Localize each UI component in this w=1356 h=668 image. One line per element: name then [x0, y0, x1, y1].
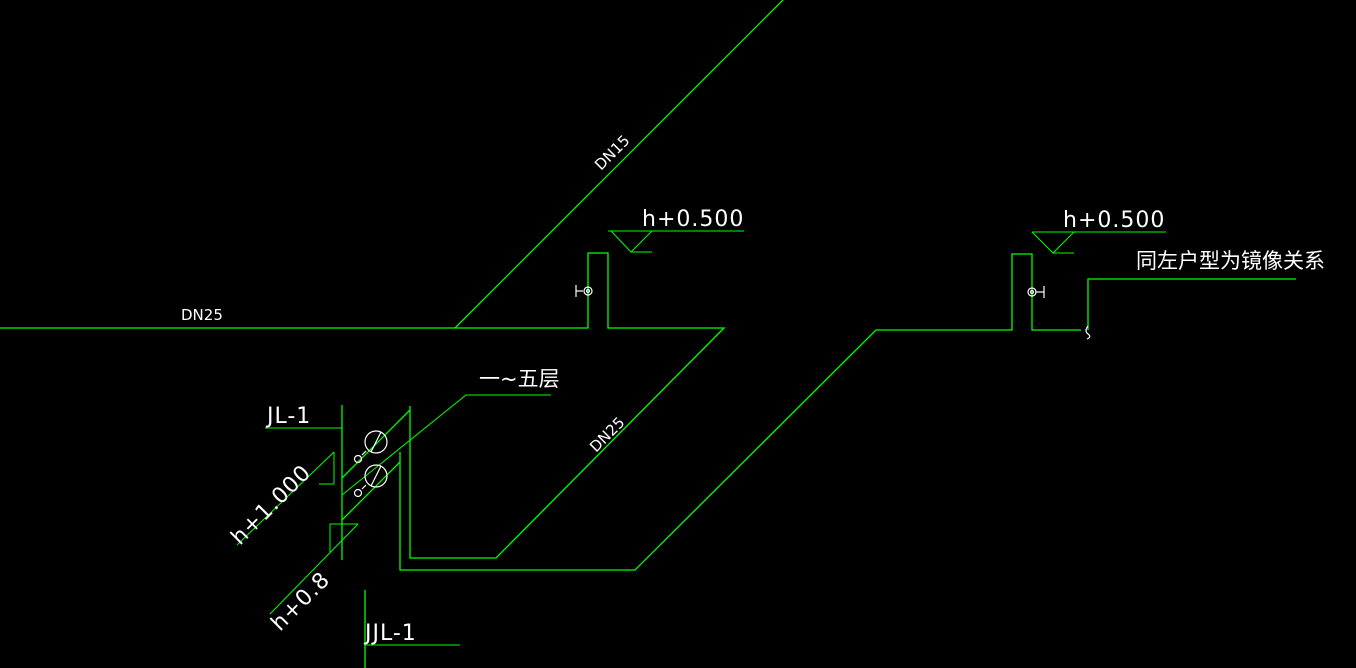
elevation-marker-left [608, 230, 744, 253]
pipe-end-cap-icon [1085, 325, 1091, 340]
pipe-right-branch [1087, 278, 1296, 330]
pipe-label-dn25-diagonal: DN25 [586, 414, 628, 456]
elevation-label-left: h+0.500 [642, 207, 744, 232]
elevation-label-h1000: h+1.000 [227, 460, 317, 550]
floors-note-leader [341, 394, 551, 496]
branch-pipe-lower [341, 461, 401, 521]
gate-valve-icon [575, 285, 593, 297]
elevation-marker-h1000 [236, 451, 335, 546]
elevation-label-h08: h+0.8 [267, 567, 336, 636]
pipe-label-dn25-horizontal: DN25 [181, 306, 223, 324]
branch-pipe-upper [341, 409, 411, 479]
pipe-dn15-diagonal [454, 0, 784, 329]
pipe-dn25-horizontal [0, 252, 726, 559]
elevation-marker-h08 [269, 523, 359, 615]
pipe-label-dn15: DN15 [591, 132, 633, 174]
riser-label-jjl: JJL-1 [363, 621, 417, 646]
floors-note: 一~五层 [479, 367, 560, 391]
elevation-marker-right [1031, 231, 1166, 254]
water-meter-icon [353, 430, 388, 464]
riser-label-jl: JL-1 [265, 404, 311, 429]
elevation-label-right: h+0.500 [1063, 208, 1165, 233]
water-meter-icon [353, 464, 388, 498]
gate-valve-icon [1027, 286, 1045, 298]
pipe-dn25-outer-loop [399, 253, 1081, 571]
mirror-relationship-note: 同左户型为镜像关系 [1136, 249, 1325, 273]
